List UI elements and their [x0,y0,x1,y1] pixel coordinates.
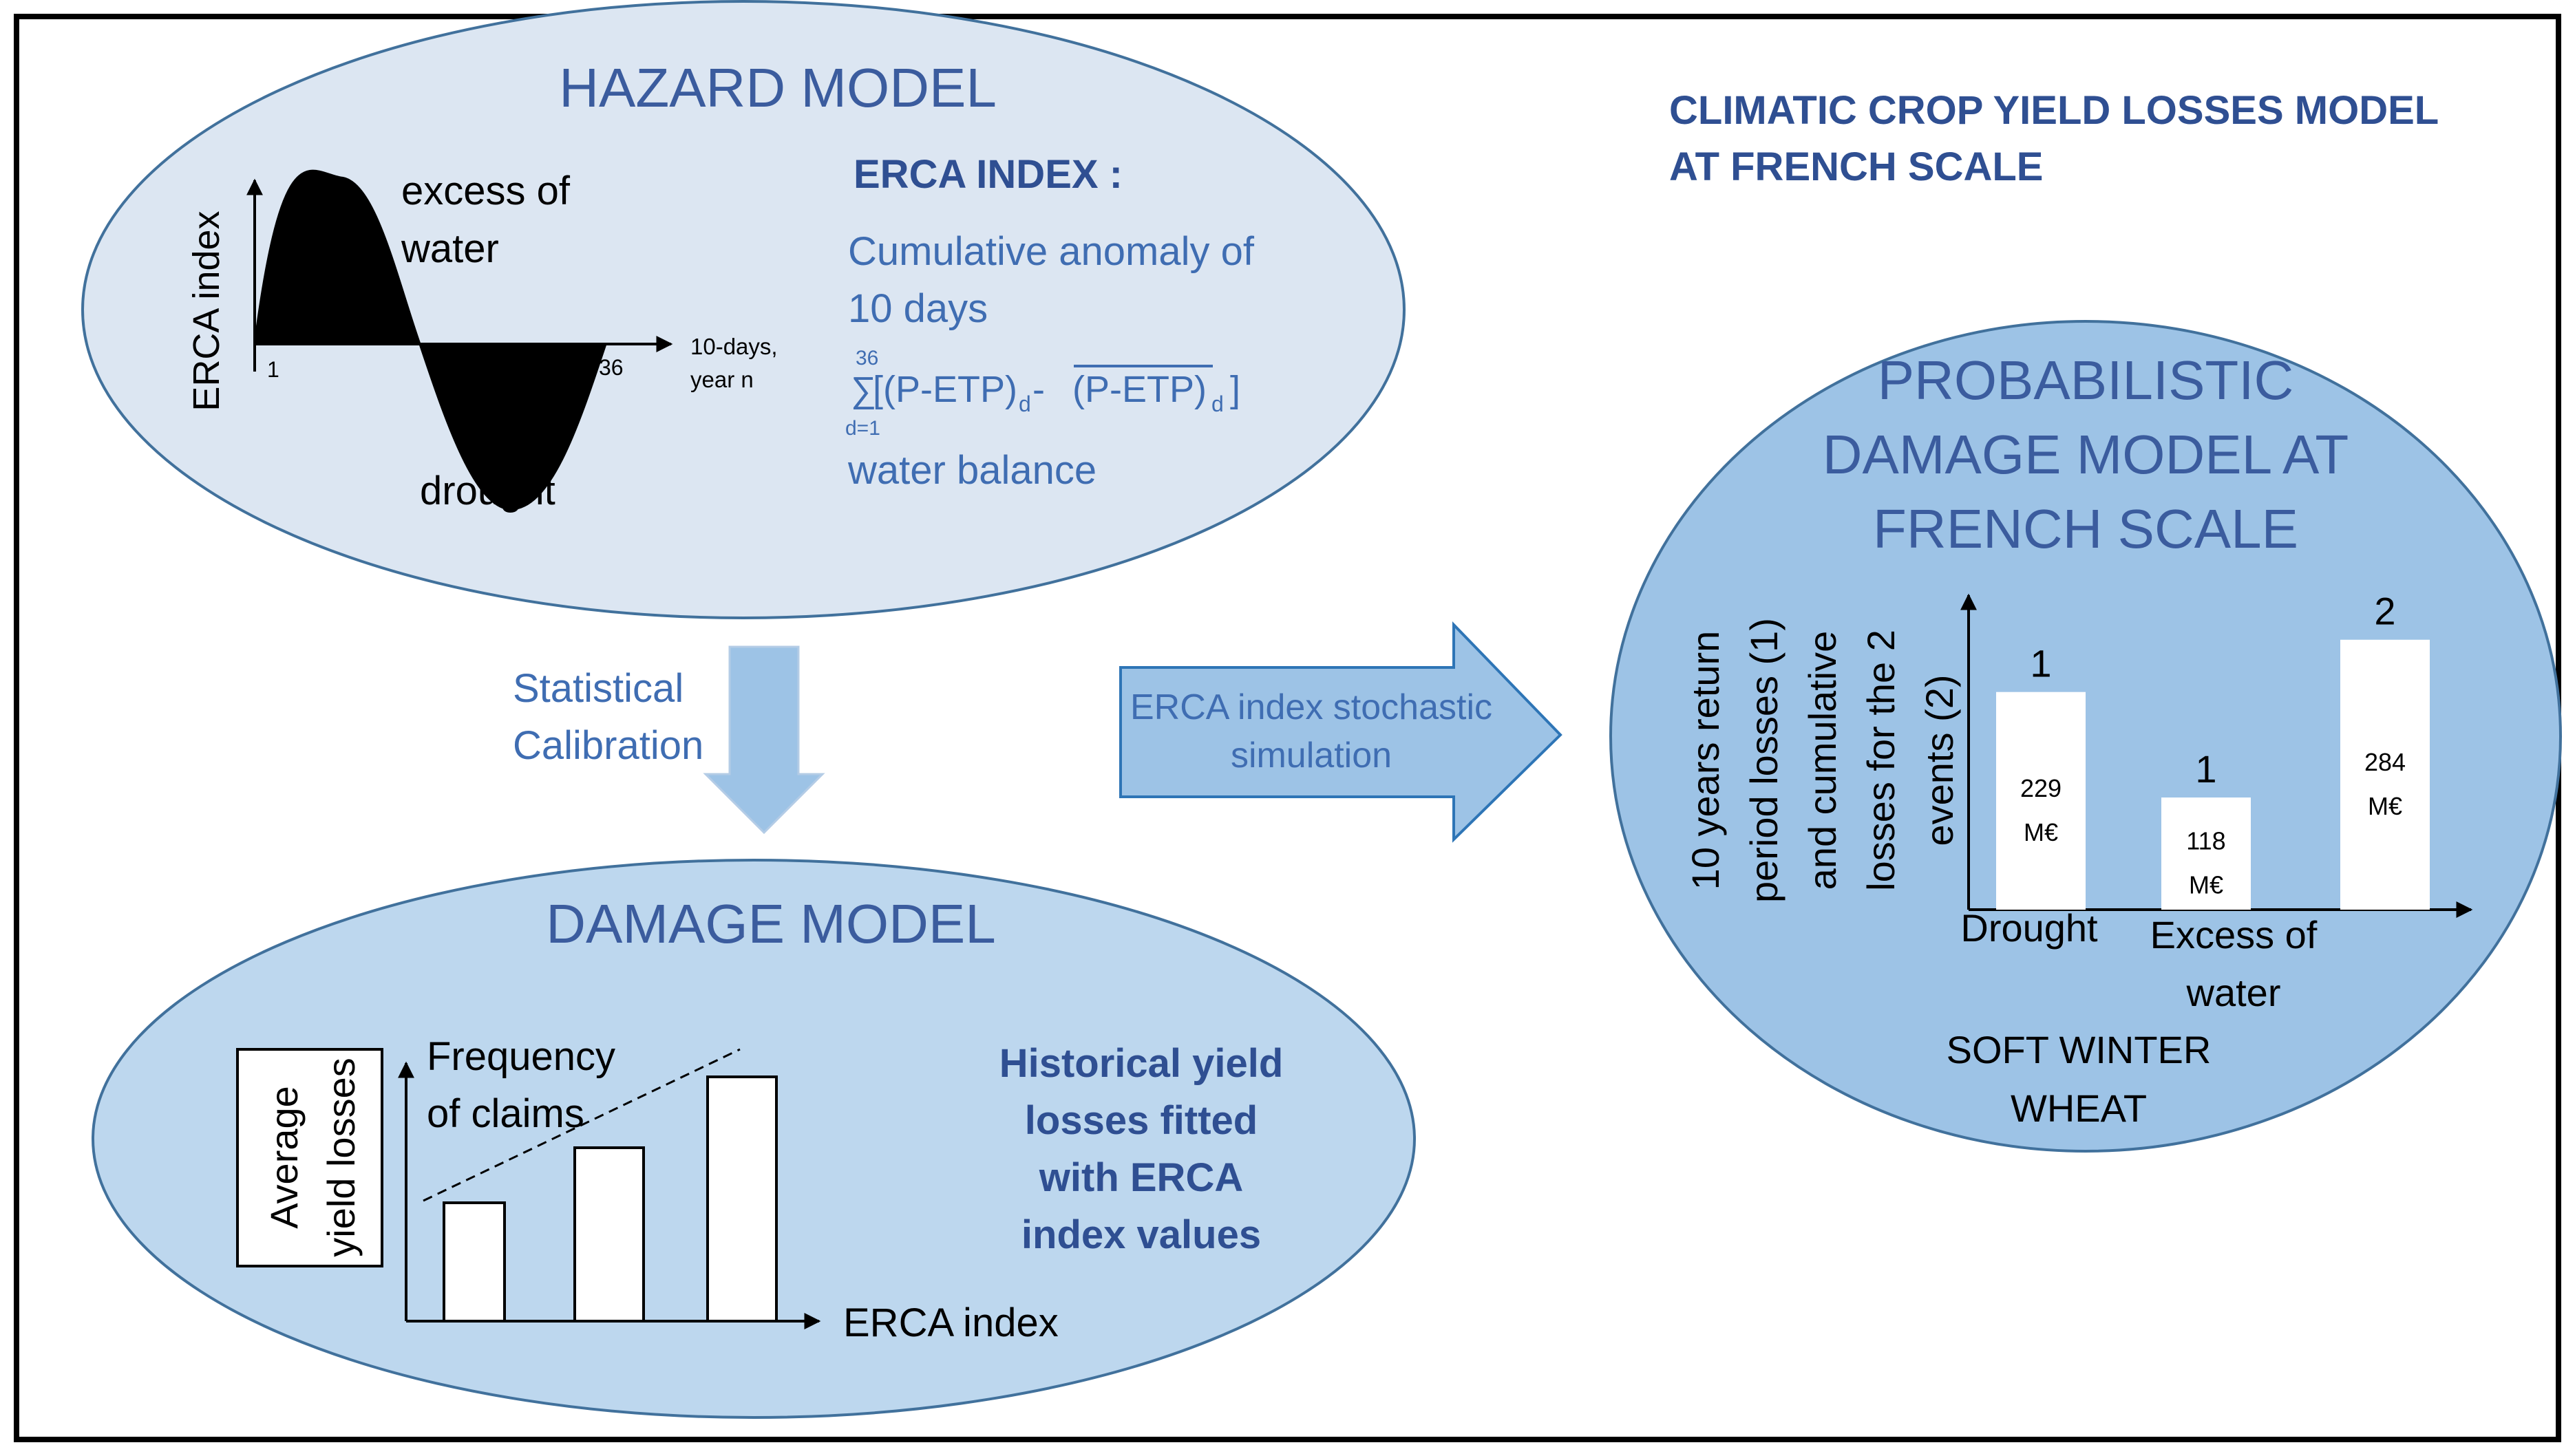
damage-desc-line4: index values [1021,1212,1261,1257]
calibration-label-line2: Calibration [513,723,703,768]
diagram-title-line2: AT FRENCH SCALE [1669,144,2043,189]
prob-bar-value-2: 118 [2186,827,2225,855]
formula-minus: - [1032,369,1045,410]
drought-label: drought [420,469,555,513]
erca-desc-line2: 10 days [848,286,988,331]
prob-title-line3: FRENCH SCALE [1873,498,2298,559]
prob-bar-value-3: 284 [2364,748,2406,776]
sum-symbol: ∑ [851,370,876,410]
hazard-title: HAZARD MODEL [559,57,997,118]
formula-close: ] [1230,369,1240,410]
damage-bar-1 [443,1201,506,1323]
prob-bar-unit-3: M€ [2368,792,2402,820]
damage-x-label: ERCA index [843,1300,1059,1345]
prob-bar-2 [2161,797,2251,910]
prob-bar-marker-3: 2 [2374,590,2395,633]
prob-ylabel-line4: losses for the 2 [1859,630,1903,891]
hazard-x-label-line2: year n [690,367,754,392]
tick-1: 1 [267,357,279,382]
simulation-label-line1: ERCA index stochastic [1130,687,1492,727]
prob-ylabel-line3: and cumulative [1801,631,1844,890]
prob-bar-unit-1: M€ [2024,818,2058,846]
category-label-excess-line2: water [2186,971,2281,1014]
calibration-label-line1: Statistical [513,666,684,711]
erca-index-heading: ERCA INDEX : [854,152,1123,197]
prob-bar-marker-2: 1 [2195,747,2216,791]
excess-label-line2: water [401,226,499,271]
damage-ylabel-line2: yield losses [319,1058,363,1256]
prob-bar-marker-1: 1 [2030,642,2051,685]
damage-ylabel-box [236,1048,383,1267]
sum-upper-limit: 36 [856,347,878,370]
calibration-arrow [703,645,825,835]
calibration-arrow-group: Statistical Calibration [513,645,825,835]
damage-title: DAMAGE MODEL [546,893,995,954]
damage-bar-3 [706,1075,778,1323]
formula-sub1: d [1019,392,1031,416]
probabilistic-model-group: PROBABILISTIC DAMAGE MODEL AT FRENCH SCA… [1609,320,2562,1153]
hazard-x-label-line1: 10-days, [690,334,778,359]
prob-bar-3 [2340,639,2430,910]
sum-lower-limit: d=1 [845,417,880,440]
formula-part1: [(P-ETP) [873,369,1017,410]
category-label-excess-line1: Excess of [2150,913,2318,956]
prob-bar-1 [1996,692,2086,910]
damage-desc-line1: Historical yield [999,1041,1284,1086]
crop-label-line1: SOFT WINTER [1947,1028,2212,1071]
formula-part2: (P-ETP) [1072,369,1207,410]
hazard-y-label: ERCA index [186,211,227,411]
damage-desc-line3: with ERCA [1039,1155,1243,1200]
damage-ylabel-line1: Average [262,1086,306,1229]
prob-bar-value-1: 229 [2020,774,2062,802]
damage-bar-2 [573,1146,645,1323]
hazard-model-group: HAZARD MODEL ERCA index excess of water … [81,0,1406,619]
damage-model-group: DAMAGE MODEL Average yield losses Freque… [92,859,1416,1419]
diagram-title-line1: CLIMATIC CROP YIELD LOSSES MODEL [1669,88,2439,133]
prob-title-line1: PROBABILISTIC [1878,350,2294,411]
simulation-arrow [1119,621,1562,843]
frequency-label-line1: Frequency [427,1034,615,1079]
hazard-ellipse [81,0,1406,619]
prob-ylabel-line1: 10 years return [1684,631,1727,890]
tick-36: 36 [599,355,624,380]
crop-label-line2: WHEAT [2011,1086,2147,1130]
formula-sub2: d [1211,392,1224,416]
prob-ylabel-line2: period losses (1) [1742,618,1785,903]
frequency-trend-line [423,1048,741,1202]
damage-desc-line2: losses fitted [1025,1098,1258,1143]
prob-ylabel-line5: events (2) [1918,675,1961,846]
category-label-drought: Drought [1960,906,2098,950]
simulation-label-line2: simulation [1231,736,1392,775]
simulation-arrow-group: ERCA index stochastic simulation [1119,621,1562,843]
prob-bar-unit-2: M€ [2189,871,2223,899]
frequency-label-line2: of claims [427,1091,584,1136]
prob-title-line2: DAMAGE MODEL AT [1823,424,2349,485]
water-balance-label: water balance [847,448,1096,493]
excess-label-line1: excess of [401,169,571,213]
erca-desc-line1: Cumulative anomaly of [848,229,1255,274]
